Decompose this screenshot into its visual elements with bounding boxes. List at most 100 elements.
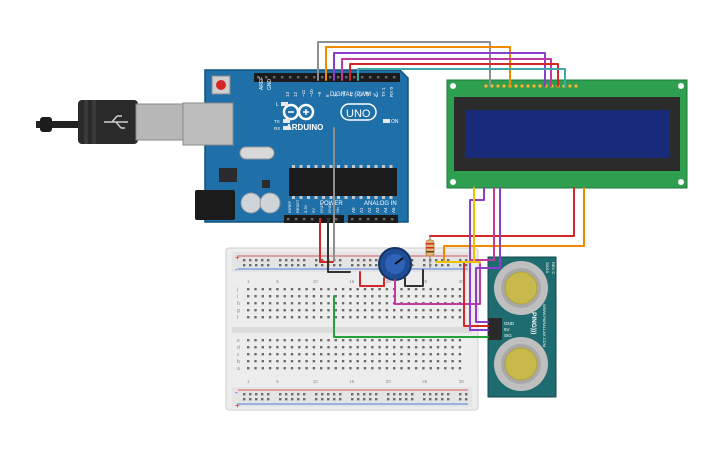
lcd-pin[interactable]: [525, 83, 531, 89]
terminal-hole[interactable]: [334, 288, 337, 291]
rail-hole[interactable]: [399, 393, 402, 396]
terminal-hole[interactable]: [363, 302, 367, 305]
header-pin[interactable]: [345, 76, 348, 79]
terminal-hole[interactable]: [334, 316, 337, 319]
terminal-hole[interactable]: [422, 288, 425, 291]
rail-hole[interactable]: [279, 393, 282, 396]
terminal-hole[interactable]: [349, 309, 352, 312]
header-pin[interactable]: [297, 76, 300, 79]
rail-hole[interactable]: [387, 398, 390, 401]
terminal-hole[interactable]: [444, 360, 447, 363]
terminal-hole[interactable]: [261, 367, 264, 370]
reset-button[interactable]: [216, 80, 226, 90]
terminal-hole[interactable]: [407, 288, 410, 291]
rail-hole[interactable]: [369, 393, 372, 396]
terminal-hole[interactable]: [407, 353, 410, 356]
terminal-hole[interactable]: [261, 295, 264, 298]
rail-hole[interactable]: [357, 264, 360, 267]
terminal-hole[interactable]: [254, 288, 257, 291]
rail-hole[interactable]: [243, 259, 246, 262]
terminal-hole[interactable]: [458, 339, 462, 342]
terminal-hole[interactable]: [458, 309, 462, 312]
terminal-hole[interactable]: [393, 367, 396, 370]
terminal-hole[interactable]: [247, 302, 250, 305]
terminal-hole[interactable]: [378, 316, 381, 319]
terminal-hole[interactable]: [268, 316, 272, 319]
terminal-hole[interactable]: [312, 309, 316, 312]
terminal-hole[interactable]: [341, 295, 345, 298]
rail-hole[interactable]: [423, 393, 426, 396]
terminal-hole[interactable]: [356, 339, 359, 342]
rail-hole[interactable]: [339, 398, 342, 401]
terminal-hole[interactable]: [378, 339, 381, 342]
terminal-hole[interactable]: [378, 309, 381, 312]
wire-red-d4[interactable]: [349, 63, 559, 87]
terminal-hole[interactable]: [429, 288, 432, 291]
terminal-hole[interactable]: [349, 316, 352, 319]
rail-hole[interactable]: [369, 264, 372, 267]
terminal-hole[interactable]: [254, 309, 257, 312]
terminal-hole[interactable]: [334, 309, 337, 312]
terminal-hole[interactable]: [290, 367, 294, 370]
rail-hole[interactable]: [465, 264, 468, 267]
terminal-hole[interactable]: [458, 295, 462, 298]
terminal-hole[interactable]: [327, 339, 330, 342]
rail-hole[interactable]: [435, 259, 438, 262]
header-pin[interactable]: [305, 76, 308, 79]
terminal-hole[interactable]: [247, 360, 250, 363]
rail-hole[interactable]: [375, 393, 378, 396]
terminal-hole[interactable]: [247, 346, 250, 349]
terminal-hole[interactable]: [451, 367, 454, 370]
rail-hole[interactable]: [339, 264, 342, 267]
terminal-hole[interactable]: [356, 295, 359, 298]
terminal-hole[interactable]: [393, 316, 396, 319]
terminal-hole[interactable]: [327, 295, 330, 298]
terminal-hole[interactable]: [327, 360, 330, 363]
terminal-hole[interactable]: [385, 339, 389, 342]
terminal-hole[interactable]: [305, 360, 308, 363]
terminal-hole[interactable]: [298, 316, 301, 319]
terminal-hole[interactable]: [378, 295, 381, 298]
header-pin[interactable]: [351, 218, 354, 221]
rail-hole[interactable]: [351, 264, 354, 267]
lcd-pin[interactable]: [495, 83, 501, 89]
terminal-hole[interactable]: [305, 353, 308, 356]
terminal-hole[interactable]: [305, 302, 308, 305]
rail-hole[interactable]: [315, 264, 318, 267]
terminal-hole[interactable]: [363, 295, 367, 298]
terminal-hole[interactable]: [341, 367, 345, 370]
terminal-hole[interactable]: [436, 316, 440, 319]
terminal-hole[interactable]: [268, 339, 272, 342]
header-pin[interactable]: [295, 218, 298, 221]
rail-hole[interactable]: [459, 393, 462, 396]
header-pin[interactable]: [369, 76, 372, 79]
terminal-hole[interactable]: [341, 360, 345, 363]
terminal-hole[interactable]: [436, 367, 440, 370]
terminal-hole[interactable]: [320, 360, 323, 363]
rail-hole[interactable]: [267, 259, 270, 262]
terminal-hole[interactable]: [371, 309, 374, 312]
terminal-hole[interactable]: [320, 295, 323, 298]
rail-hole[interactable]: [291, 393, 294, 396]
rail-hole[interactable]: [429, 398, 432, 401]
terminal-hole[interactable]: [429, 367, 432, 370]
header-pin[interactable]: [311, 218, 314, 221]
terminal-hole[interactable]: [276, 302, 279, 305]
rail-hole[interactable]: [369, 259, 372, 262]
rail-hole[interactable]: [447, 393, 450, 396]
terminal-hole[interactable]: [444, 339, 447, 342]
resistor[interactable]: [425, 236, 435, 268]
rail-hole[interactable]: [447, 398, 450, 401]
terminal-hole[interactable]: [436, 346, 440, 349]
terminal-hole[interactable]: [378, 346, 381, 349]
rail-hole[interactable]: [399, 398, 402, 401]
terminal-hole[interactable]: [276, 367, 279, 370]
terminal-hole[interactable]: [276, 295, 279, 298]
terminal-hole[interactable]: [298, 309, 301, 312]
terminal-hole[interactable]: [268, 367, 272, 370]
rail-hole[interactable]: [369, 398, 372, 401]
terminal-hole[interactable]: [312, 302, 316, 305]
terminal-hole[interactable]: [407, 295, 410, 298]
